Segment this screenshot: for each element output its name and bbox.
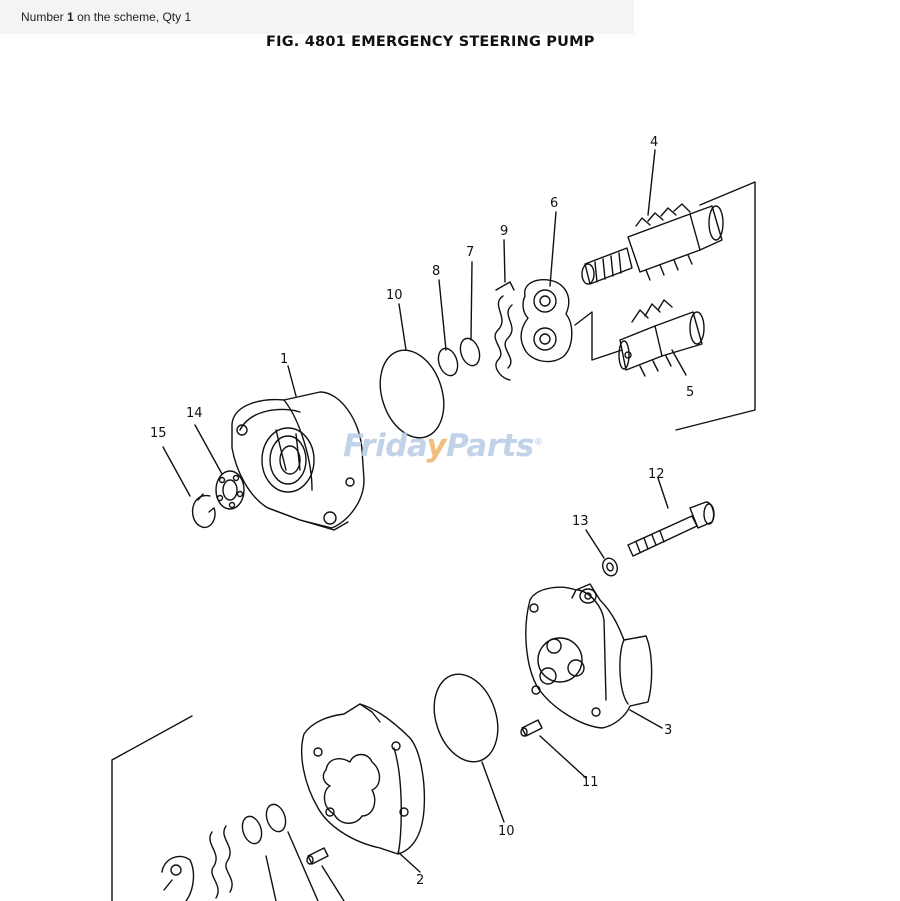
driven-gear [618,299,705,377]
bearing [215,470,245,510]
ring-8 [437,347,459,377]
callout-9: 9 [500,224,508,239]
callout-15: 15 [150,426,167,441]
callout-7: 7 [466,245,474,260]
washer [602,557,618,577]
callout-10-lower: 10 [498,824,515,839]
rear-body [525,583,653,729]
callout-3: 3 [664,723,672,738]
lower-pin [306,847,329,865]
lower-plate [161,855,195,901]
bracket-right [675,181,756,431]
caption-prefix: Number [21,10,64,24]
callout-6: 6 [550,196,558,211]
figure-title: FIG. 4801 EMERGENCY STEERING PUMP [266,34,595,50]
watermark-part2: Parts [446,428,534,464]
callout-8: 8 [432,264,440,279]
callout-12: 12 [648,467,665,482]
watermark-accent: y [426,428,447,464]
lower-ring-a [265,803,287,833]
callout-14: 14 [186,406,203,421]
backup-ring [494,281,515,381]
o-ring-upper [379,349,445,439]
caption-suffix: on the scheme, Qty 1 [77,10,192,24]
gear-housing [301,703,426,855]
drive-gear-shaft [581,203,724,285]
snap-ring [191,495,216,529]
scheme-caption: Number 1 on the scheme, Qty 1 [21,10,191,24]
caption-bar: Number 1 on the scheme, Qty 1 [0,0,634,34]
callout-11: 11 [582,775,599,790]
front-cover [231,391,365,531]
watermark-registered-mark: ® [533,437,543,448]
callout-5: 5 [686,385,694,400]
seal-plate [520,278,573,363]
callout-1: 1 [280,352,288,367]
bracket-bottom-left [111,715,193,901]
callout-2: 2 [416,873,424,888]
bracket-gear-link [574,311,623,361]
lower-ring-b [241,815,263,845]
o-ring-lower [433,673,499,763]
caption-number: 1 [67,10,74,24]
dowel-pin [520,719,543,737]
bolt [627,501,715,557]
lower-backup-ring [209,825,233,899]
callout-13: 13 [572,514,589,529]
callout-10-upper: 10 [386,288,403,303]
callout-4: 4 [650,135,658,150]
watermark-logo: FridayParts® [343,428,543,464]
watermark-part1: Frida [343,428,427,464]
ring-7 [459,337,481,367]
